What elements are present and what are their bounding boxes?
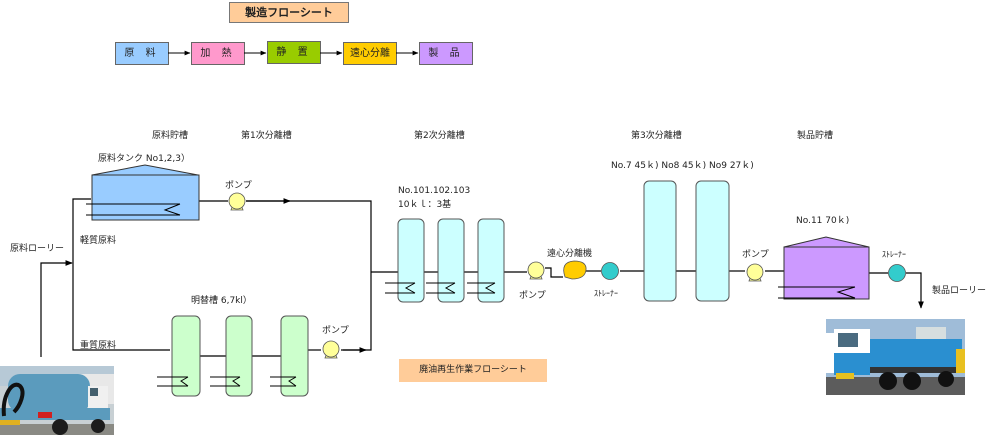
pump-label: ポンプ <box>225 181 252 191</box>
stage-header-first-separation: 第1次分離槽 <box>241 131 292 141</box>
light-raw-label: 軽質原料 <box>80 236 117 246</box>
stage-header-third-separation: 第3次分離槽 <box>631 131 682 141</box>
pump-icon <box>746 263 764 282</box>
strainer-label: ｽﾄﾚｰﾅｰ <box>882 250 906 259</box>
pump-label: ポンプ <box>322 326 349 336</box>
pipe-product-outlet <box>906 272 924 309</box>
manufacturing-flow-title: 製造フローシート <box>229 2 349 23</box>
stage-header-second-separation: 第2次分離槽 <box>414 131 465 141</box>
pump-icon <box>322 340 340 359</box>
centrifuge-icon <box>563 260 587 280</box>
clarifier-label: 明替槽 6,7kl） <box>191 296 252 306</box>
third-tanks-label: No.7 45ｋ) No8 45ｋ) No9 27ｋ) <box>611 161 754 171</box>
raw-tank-label: 原料タンク No1,2,3） <box>98 154 190 164</box>
second-tanks-capacity-label: 10ｋｌ：3基 <box>398 200 452 210</box>
raw-lorry-label: 原料ローリー <box>10 244 65 254</box>
pump-label: ポンプ <box>519 291 546 301</box>
clarifier-tanks <box>171 315 309 397</box>
pipe-light-feed <box>72 198 170 351</box>
flow-step-product: 製 品 <box>419 42 473 65</box>
product-lorry-photo <box>826 319 965 395</box>
second-tanks-number-label: No.101.102.103 <box>398 186 471 196</box>
heavy-raw-label: 重質原料 <box>80 341 117 351</box>
pump-icon <box>527 261 545 280</box>
strainer-icon <box>888 264 906 282</box>
third-separation-tanks <box>643 180 730 302</box>
pipe-raw-lorry-inlet <box>40 260 73 357</box>
strainer-icon <box>601 262 619 280</box>
heater-coil-icon <box>86 203 181 216</box>
raw-lorry-photo <box>0 366 114 435</box>
product-lorry-label: 製品ローリー <box>932 286 987 296</box>
product-tank-label: No.11 70ｋ) <box>796 216 850 226</box>
raw-material-tank <box>86 164 200 221</box>
heater-coil-icon <box>778 286 856 299</box>
stage-header-product-storage: 製品貯槽 <box>797 131 834 141</box>
stage-header-raw-storage: 原料貯槽 <box>152 131 189 141</box>
clarifier-heater-coils <box>157 376 297 387</box>
process-flow-title: 廃油再生作業フローシート <box>399 359 547 382</box>
pump-label: ポンプ <box>742 250 769 260</box>
pump-icon <box>228 192 246 211</box>
second-separation-tanks <box>397 218 505 303</box>
pipes <box>40 198 924 357</box>
second-separation-heater-coils <box>385 282 496 294</box>
product-storage-tank <box>778 236 870 300</box>
centrifuge-label: 遠心分離機 <box>547 249 593 259</box>
strainer-label: ｽﾄﾚｰﾅｰ <box>594 289 618 298</box>
